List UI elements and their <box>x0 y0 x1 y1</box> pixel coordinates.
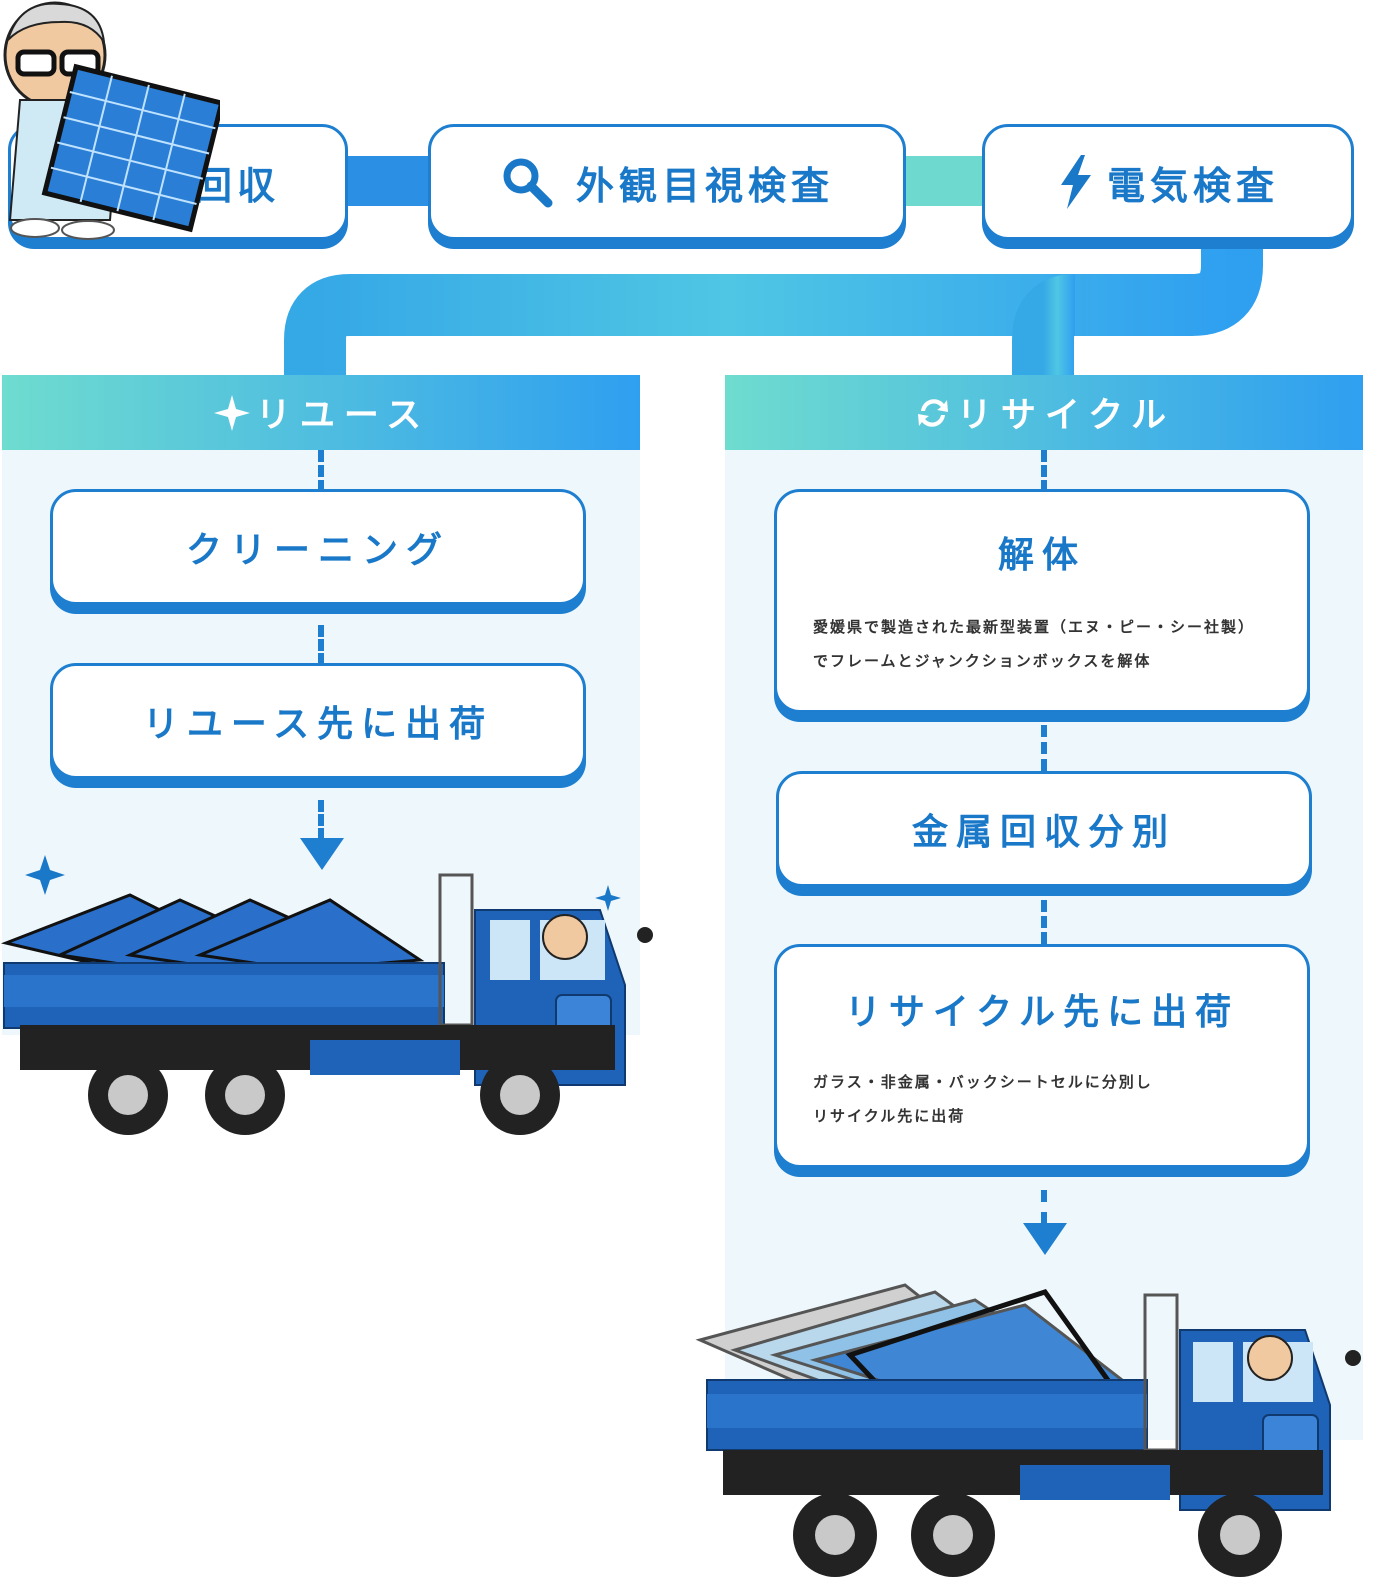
reuse-truck-illustration <box>0 855 653 1135</box>
arrow-down-icon <box>1023 1223 1067 1255</box>
recycle-step-ship: リサイクル先に出荷 ガラス・非金属・バックシートセルに分別し リサイクル先に出荷 <box>774 944 1310 1168</box>
lightning-icon <box>1060 155 1091 209</box>
reuse-step-ship: リユース先に出荷 <box>50 663 586 779</box>
flow-connector <box>284 156 1263 380</box>
recycle-step-ship-label: リサイクル先に出荷 <box>844 992 1240 1033</box>
recycle-step-dismantle: 解体 愛媛県で製造された最新型装置（エヌ・ピー・シー社製） でフレームとジャンク… <box>774 489 1310 713</box>
step-visual-inspection-label: 外観目視検査 <box>575 163 834 208</box>
recycle-step-dismantle-desc-2: でフレームとジャンクションボックスを解体 <box>813 652 1152 670</box>
step-electrical-inspection: 電気検査 <box>982 124 1354 240</box>
recycle-truck-illustration <box>695 1283 1361 1577</box>
magnifier-icon <box>503 158 553 208</box>
step-electrical-inspection-label: 電気検査 <box>1106 163 1279 208</box>
arrow-down-icon <box>300 838 344 870</box>
recycle-header: リサイクル <box>725 375 1363 450</box>
reuse-step-cleaning-label: クリーニング <box>185 530 450 571</box>
recycle-step-metal-sorting-label: 金属回収分別 <box>911 812 1176 853</box>
recycle-step-metal-sorting: 金属回収分別 <box>776 771 1312 887</box>
reuse-step-ship-label: リユース先に出荷 <box>142 704 494 745</box>
recycle-step-dismantle-desc-1: 愛媛県で製造された最新型装置（エヌ・ピー・シー社製） <box>813 618 1256 636</box>
reuse-header-label: リユース <box>255 396 431 436</box>
step-visual-inspection: 外観目視検査 <box>428 124 906 240</box>
recycle-step-ship-desc-2: リサイクル先に出荷 <box>813 1107 966 1125</box>
recycle-arrows-icon <box>917 398 948 427</box>
reuse-header: リユース <box>2 375 640 450</box>
recycle-step-dismantle-label: 解体 <box>997 535 1086 576</box>
recycle-header-label: リサイクル <box>956 396 1176 436</box>
reuse-step-cleaning: クリーニング <box>50 489 586 605</box>
worker-with-panel-illustration <box>3 1 220 240</box>
sparkle-icon <box>213 394 250 431</box>
recycle-step-ship-desc-1: ガラス・非金属・バックシートセルに分別し <box>813 1073 1153 1091</box>
step-collect-label: 回収 <box>193 163 280 208</box>
